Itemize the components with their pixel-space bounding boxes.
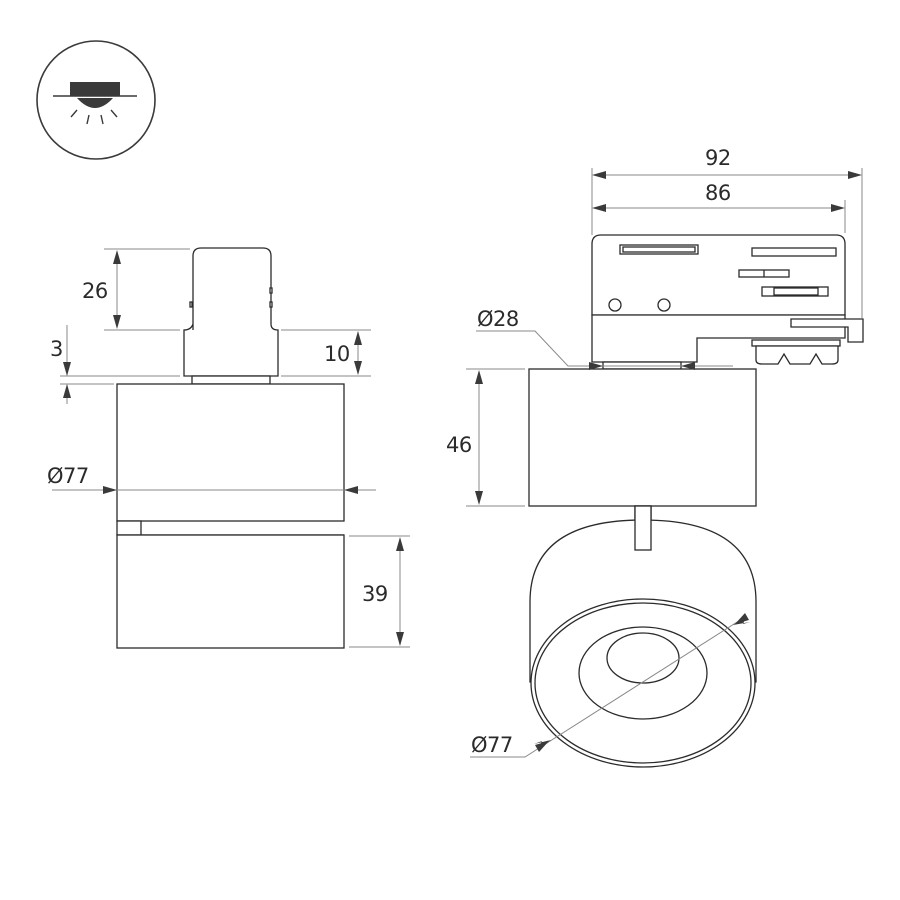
side-view: 26 10 3 Ø77 39 xyxy=(47,247,410,649)
dim-overall-width: 92 xyxy=(705,146,731,170)
dim-adapter-width: 86 xyxy=(705,181,731,205)
dim-side-diameter: Ø77 xyxy=(47,464,89,488)
dim-lens-diameter: Ø77 xyxy=(471,733,513,757)
dim-collar-height: 10 xyxy=(324,342,350,366)
ceiling-spotlight-icon xyxy=(36,40,156,160)
dim-body-height: 46 xyxy=(446,433,472,457)
dim-gap: 3 xyxy=(50,337,63,361)
front-view: 92 86 Ø28 46 Ø77 xyxy=(446,146,864,768)
dim-adapter-height: 26 xyxy=(82,279,108,303)
dim-head-height: 39 xyxy=(362,582,388,606)
dim-stem-diameter: Ø28 xyxy=(477,307,519,331)
